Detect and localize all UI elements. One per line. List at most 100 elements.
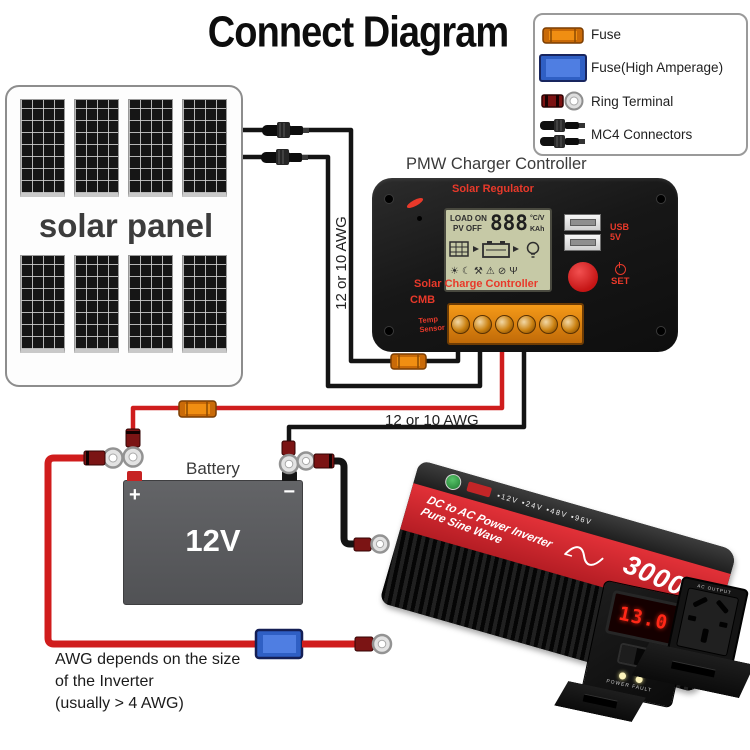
- mc4-connectors-icon: [535, 119, 591, 149]
- set-button[interactable]: [568, 262, 598, 292]
- terminal-screw-icon: [539, 314, 559, 334]
- battery-heading: Battery: [186, 459, 240, 478]
- brand-tag-icon: [466, 481, 493, 498]
- lcd-digits: 888: [490, 211, 528, 235]
- solar-cell: [128, 255, 173, 353]
- usb-port-icon: [564, 214, 601, 231]
- pinhole-icon: [417, 216, 422, 221]
- inverter-body: ▪12V ▪24V ▪48V ▪96V DC to AC Power Inver…: [379, 460, 738, 694]
- legend-item-ring-terminal: Ring Terminal: [535, 86, 746, 117]
- awg-note-line3: (usually > 4 AWG): [55, 695, 184, 712]
- usb-label: USB 5V: [610, 222, 629, 242]
- rocker: [618, 644, 638, 665]
- ring-terminal-icon: [278, 440, 300, 475]
- ring-terminal-icon: [353, 534, 390, 554]
- screw-hole-icon: [384, 194, 394, 204]
- inverter-positive-wire: [44, 454, 257, 648]
- mounting-slot: [671, 661, 716, 678]
- battery-plus-sign: +: [129, 484, 141, 506]
- terminal-screw-icon: [494, 314, 514, 334]
- sine-wave-icon: [564, 546, 604, 566]
- fuse-icon: [535, 25, 591, 45]
- charge-controller: Solar Regulator LOAD ON PV OFF 888 °C/V …: [372, 178, 678, 352]
- terminal-screw-icon: [517, 314, 537, 334]
- mc4-connector-icon: [262, 122, 309, 138]
- controller-heading: PMW Charger Controller: [406, 155, 587, 173]
- solar-panel-row: [20, 255, 241, 353]
- solar-panel-label: solar panel: [38, 207, 214, 244]
- solar-cell: [74, 255, 119, 353]
- temp-sensor-line2: Sensor: [418, 322, 446, 334]
- power-icon: [614, 262, 626, 275]
- set-label-group: SET: [611, 262, 630, 287]
- ring-terminal-icon: [122, 428, 144, 468]
- ring-terminal-icon: [354, 633, 393, 655]
- solar-cell: [20, 99, 65, 197]
- battery-voltage-label: 12V: [185, 523, 241, 558]
- arrow-icon: [473, 246, 479, 252]
- power-led-icon: [618, 671, 627, 681]
- brand-logo-icon: [443, 472, 464, 492]
- battery-icon: [482, 241, 510, 258]
- legend-label: Fuse: [591, 27, 622, 43]
- screw-hole-icon: [384, 326, 394, 336]
- terminal-screw-icon: [561, 314, 581, 334]
- awg-note: AWG depends on the size of the Inverter …: [55, 649, 240, 715]
- mounting-slot: [583, 694, 618, 709]
- lcd-flow-icons: [449, 241, 540, 258]
- solar-cell: [182, 255, 227, 353]
- controller-model-label: CMB: [410, 294, 436, 306]
- set-label: SET: [611, 276, 630, 287]
- solar-cell: [74, 99, 119, 197]
- screw-hole-icon: [656, 326, 666, 336]
- solar-panel: solar panel: [5, 85, 243, 387]
- lcd-unit-kah: KAh: [530, 226, 545, 233]
- usb-pins: [569, 239, 596, 246]
- controller-top-label: Solar Regulator: [452, 183, 534, 195]
- battery-negative-post: [282, 471, 297, 481]
- solar-panel-icon: [449, 241, 469, 257]
- indicator-swoosh-icon: [405, 196, 425, 210]
- inverter-negative-wire: [334, 457, 356, 548]
- solar-panel-row: [20, 99, 241, 197]
- lcd-load-text: LOAD ON: [450, 214, 487, 223]
- fuse-icon: [178, 400, 217, 418]
- arrow-icon: [513, 246, 519, 252]
- temp-sensor-label: Temp Sensor: [418, 314, 446, 335]
- bulb-icon: [526, 241, 540, 258]
- terminal-block: [447, 303, 584, 345]
- legend-label: MC4 Connectors: [591, 126, 693, 142]
- usb-label-line1: USB: [610, 222, 630, 232]
- ring-terminal-icon: [83, 447, 124, 469]
- battery: + − 12V: [123, 471, 303, 605]
- universal-socket[interactable]: [675, 587, 740, 657]
- terminal-screw-icon: [472, 314, 492, 334]
- battery-wire-gauge-label: 12 or 10 AWG: [385, 412, 479, 429]
- ring-terminal-icon: [296, 451, 335, 471]
- lcd-display: LOAD ON PV OFF 888 °C/V KAh ☀☾⚒⚠⊘Ψ: [444, 208, 552, 292]
- terminal-screw-icon: [450, 314, 470, 334]
- awg-note-line1: AWG depends on the size: [55, 651, 241, 668]
- socket-holes: [687, 597, 729, 643]
- fuse-high-amperage-icon: [254, 628, 304, 660]
- page-title: Connect Diagram: [207, 7, 509, 57]
- pv-positive-wire: [243, 127, 392, 364]
- awg-note-line2: of the Inverter: [55, 673, 154, 690]
- usb-port-icon: [564, 234, 601, 251]
- solar-cell: [20, 255, 65, 353]
- solar-cell: [182, 99, 227, 197]
- ac-outlet-panel: AC OUTPUT: [666, 575, 750, 665]
- inverter-red-stripe: DC to AC Power Inverter Pure Sine Wave 3…: [400, 483, 731, 621]
- lcd-unit-cv: °C/V: [530, 215, 545, 222]
- mc4-connector-icon: [261, 149, 308, 165]
- legend-box: Fuse Fuse(High Amperage) Ring Terminal M…: [533, 13, 748, 156]
- usb-label-line2: 5V: [610, 232, 622, 242]
- usb-pins: [569, 219, 596, 226]
- solar-cell: [128, 99, 173, 197]
- legend-item-fuse-high: Fuse(High Amperage): [535, 52, 746, 83]
- controller-bottom-label: Solar Charge Controller: [414, 278, 539, 290]
- legend-label: Fuse(High Amperage): [591, 60, 724, 76]
- pv-wire-gauge-label: 12 or 10 AWG: [333, 216, 350, 310]
